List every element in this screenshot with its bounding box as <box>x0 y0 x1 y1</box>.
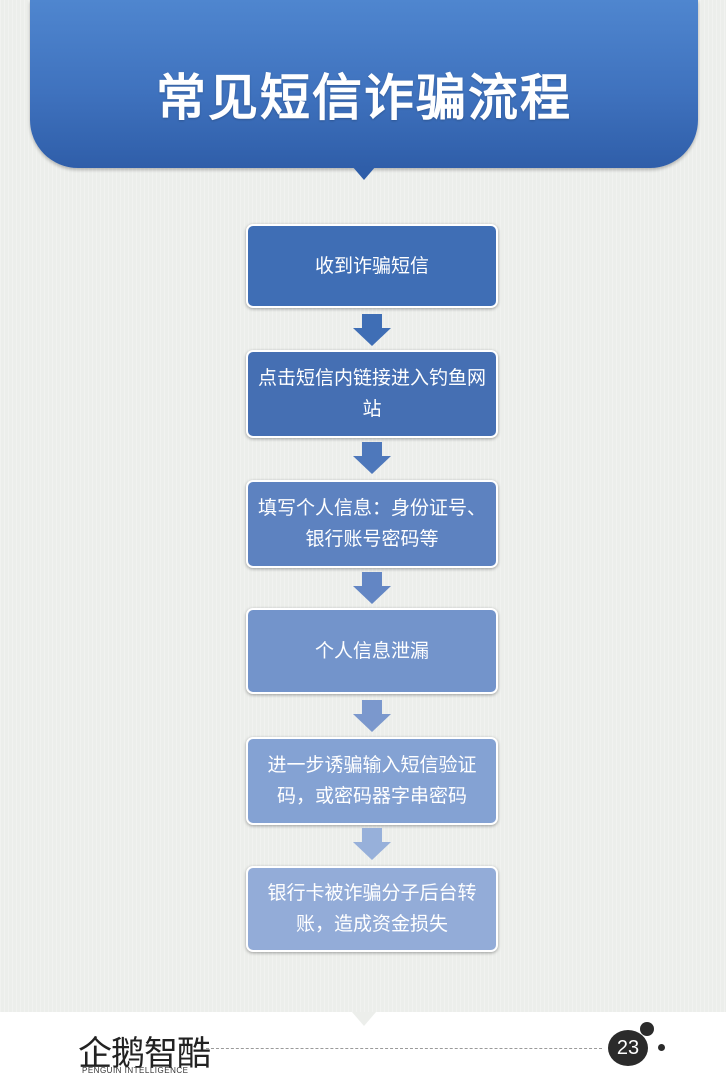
flow-step-label: 收到诈骗短信 <box>314 254 429 277</box>
footer-divider <box>206 1048 602 1049</box>
penguin-logo: 企鹅智酷 PENGUIN INTELLIGENCE <box>78 1020 211 1080</box>
down-arrow-icon <box>353 442 391 476</box>
down-arrow-icon <box>353 828 391 862</box>
page-title: 常见短信诈骗流程 <box>156 69 572 127</box>
logo-subtitle: PENGUIN INTELLIGENCE <box>82 1066 189 1075</box>
flow-step-label: 进一步诱骗输入短信验证码，或密码器字串密码 <box>267 754 477 807</box>
flow-step-label: 个人信息泄漏 <box>314 639 429 662</box>
footer-pointer <box>352 1012 376 1026</box>
page-number: 23 <box>608 1030 648 1066</box>
flow-step-1: 收到诈骗短信 <box>246 224 498 308</box>
flow-step-5: 进一步诱骗输入短信验证码，或密码器字串密码 <box>246 737 498 825</box>
banner-pointer <box>352 166 376 180</box>
flow-step-label: 点击短信内链接进入钓鱼网站 <box>257 367 486 420</box>
flow-step-2: 点击短信内链接进入钓鱼网站 <box>246 350 498 438</box>
flow-step-label: 填写个人信息：身份证号、银行账号密码等 <box>257 497 486 550</box>
decor-dot <box>640 1022 654 1036</box>
title-banner <box>30 0 698 168</box>
down-arrow-icon <box>353 572 391 606</box>
flow-step-label: 银行卡被诈骗分子后台转账，造成资金损失 <box>267 882 477 935</box>
flow-step-4: 个人信息泄漏 <box>246 608 498 694</box>
flow-step-3: 填写个人信息：身份证号、银行账号密码等 <box>246 480 498 568</box>
logo-text: 企鹅智酷 <box>78 1034 211 1074</box>
down-arrow-icon <box>353 314 391 348</box>
decor-dot <box>658 1044 665 1051</box>
down-arrow-icon <box>353 700 391 734</box>
flow-step-6: 银行卡被诈骗分子后台转账，造成资金损失 <box>246 866 498 952</box>
